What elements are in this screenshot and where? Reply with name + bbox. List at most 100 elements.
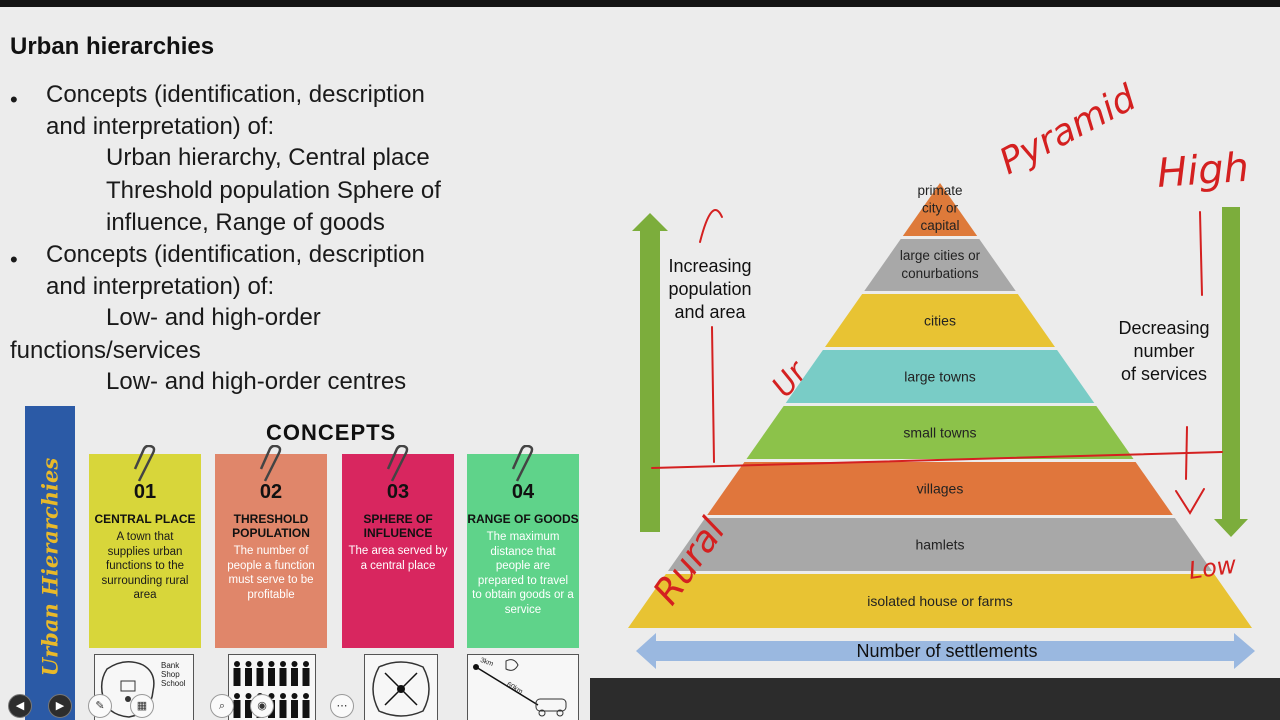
range-of-goods-icon: 3km 60km: [467, 654, 579, 720]
person-figure: [279, 693, 287, 718]
pyramid-level-3: [825, 294, 1055, 347]
sub-item-line-2: Threshold population Sphere of: [106, 177, 441, 204]
pyramid-level-1: [902, 183, 978, 236]
number-of-settlements-label: Number of settlements: [856, 641, 1037, 661]
ink-stroke: [1199, 211, 1203, 296]
person-figure: [245, 661, 252, 686]
decreasing-services-label: Decreasing number of services: [1110, 317, 1218, 386]
people-group-icon: [228, 654, 316, 720]
concept-card-sphere-of-influence: 03 SPHERE OF INFLUENCE The area served b…: [342, 454, 454, 648]
bullet-glyph: •: [10, 247, 18, 272]
pyramid-level-5: [746, 406, 1134, 459]
more-options-button[interactable]: ⋯: [330, 694, 354, 718]
increasing-up-arrow: [632, 213, 668, 532]
pyramid-level-label: city or: [922, 201, 959, 216]
bullet-2-line-2: and interpretation) of:: [46, 273, 275, 300]
card-title: SPHERE OF INFLUENCE: [363, 512, 433, 540]
concept-card-central-place: 01 CENTRAL PLACE A town that supplies ur…: [89, 454, 201, 648]
pyramid-level-label: large cities or: [900, 248, 981, 263]
label-line: of services: [1120, 364, 1208, 384]
window-top-bar: [0, 0, 1280, 7]
label-line: and area: [674, 302, 746, 322]
decreasing-down-arrow: [1214, 207, 1248, 537]
paperclip-icon: [386, 445, 409, 482]
ink-stroke: [711, 326, 715, 463]
prev-slide-button[interactable]: ◀: [8, 694, 32, 718]
person-figure: [291, 661, 298, 686]
card-title: RANGE OF GOODS: [467, 512, 579, 526]
low-handwritten-note: Low: [1187, 551, 1238, 585]
concept-card-threshold-population: 02 THRESHOLD POPULATION The number of pe…: [215, 454, 327, 648]
high-handwritten-note: High: [1155, 145, 1250, 197]
person-figure: [268, 661, 275, 686]
pyramid-level-label: primate: [917, 183, 962, 198]
next-slide-button[interactable]: ▶: [48, 694, 72, 718]
pen-tool-button[interactable]: ✎: [88, 694, 112, 718]
pyramid-level-4: [785, 350, 1095, 403]
pyramid-level-8: [628, 574, 1252, 628]
pyramid-level-label: conurbations: [901, 266, 979, 281]
card-description: The area served by a central place: [348, 545, 448, 572]
sub-item-line-1: Urban hierarchy, Central place: [106, 144, 430, 171]
card-description: A town that supplies urban functions to …: [101, 531, 189, 601]
number-of-settlements-arrow: [636, 633, 1255, 669]
ink-caret: [699, 209, 723, 243]
label-line: population: [668, 279, 752, 299]
person-figure: [302, 661, 310, 686]
paperclip-icon: [133, 445, 156, 482]
person-figure: [291, 693, 298, 718]
label-line: number: [1133, 341, 1195, 361]
presentation-slide: Urban hierarchies • Concepts (identifica…: [0, 7, 1280, 720]
person-figure: [256, 661, 264, 686]
bullet-2-line-1: Concepts (identification, description: [46, 241, 425, 268]
pyramid-handwritten-note: Pyramid: [993, 77, 1144, 183]
pyramid-level-label: large towns: [904, 369, 976, 385]
slide-title: Urban hierarchies: [10, 33, 215, 60]
card-number: 04: [511, 481, 535, 503]
card-number: 03: [386, 481, 410, 503]
sub-item-line-3: influence, Range of goods: [106, 209, 385, 236]
person-figure: [279, 661, 287, 686]
person-figure: [233, 661, 241, 686]
pyramid-level-label: villages: [917, 481, 964, 497]
pyramid-level-label: small towns: [903, 425, 976, 441]
person-figure: [245, 693, 252, 718]
shop-label: Shop: [161, 670, 180, 679]
sub-item-low-high-order: Low- and high-order: [106, 304, 321, 331]
school-label: School: [161, 679, 186, 688]
person-figure: [233, 693, 241, 718]
concept-card-range-of-goods: 04 RANGE OF GOODS The maximum distance t…: [467, 454, 579, 648]
pyramid-level-label: hamlets: [915, 537, 964, 553]
pyramid-level-2: [864, 239, 1016, 291]
sphere-of-influence-icon: [364, 654, 438, 720]
label-line: Decreasing: [1118, 318, 1210, 338]
bullet-1-line-1: Concepts (identification, description: [46, 81, 425, 108]
card-title: THRESHOLD POPULATION: [232, 512, 310, 540]
pyramid-level-7: [667, 518, 1213, 571]
bullet-glyph: •: [10, 87, 18, 112]
pyramid-level-label: capital: [920, 218, 959, 233]
zoom-button[interactable]: ⌕: [210, 694, 234, 718]
paperclip-icon: [511, 445, 534, 482]
card-number: 01: [133, 481, 157, 503]
ink-stroke: [1185, 426, 1188, 480]
card-number: 02: [259, 481, 283, 503]
pyramid-level-label: isolated house or farms: [867, 593, 1013, 609]
pyramid-level-6: [707, 462, 1173, 515]
urban-hierarchies-band: [25, 406, 75, 720]
ink-down-mark: [1175, 488, 1205, 515]
person-figure: [302, 693, 310, 718]
settlement-hierarchy-diagram: primate city or capital large cities or conu…: [628, 77, 1255, 669]
urban-rural-divider-ink: [651, 451, 1223, 469]
camera-button[interactable]: ◉: [250, 694, 274, 718]
presenter-bottom-bar: [590, 678, 1280, 720]
sub-item-centres: Low- and high-order centres: [106, 368, 407, 395]
concepts-heading: CONCEPTS: [266, 420, 397, 445]
increasing-population-label: Increasing population and area: [660, 255, 760, 324]
slides-grid-button[interactable]: ▦: [130, 694, 154, 718]
pyramid-level-label: cities: [924, 313, 956, 329]
card-description: The maximum distance that people are pre…: [472, 531, 574, 616]
sub-item-functions-services: functions/services: [10, 337, 201, 364]
bullet-1-line-2: and interpretation) of:: [46, 113, 275, 140]
label-line: Increasing: [668, 256, 752, 276]
